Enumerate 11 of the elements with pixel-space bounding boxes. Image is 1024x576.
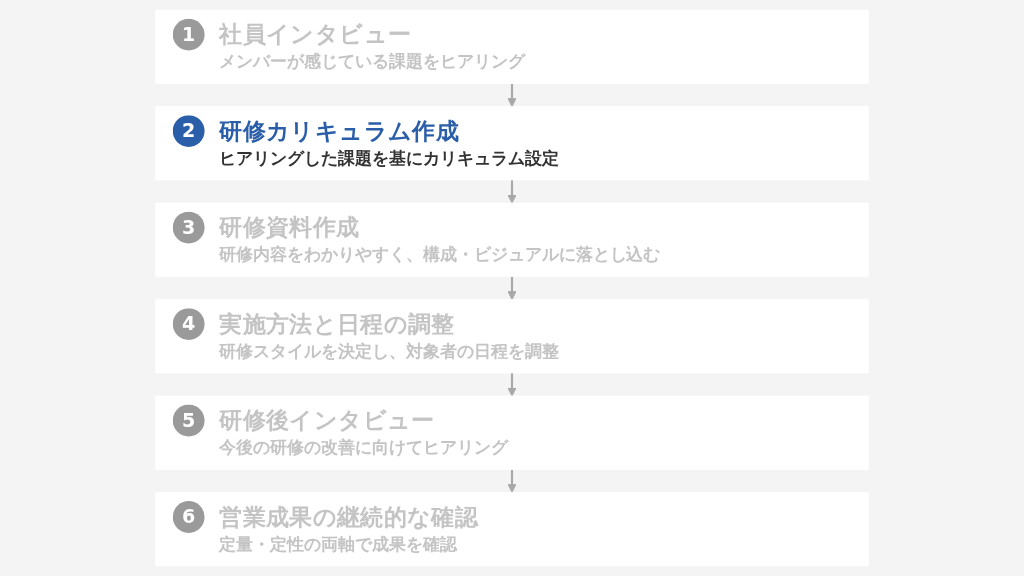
node-box: 4 実施方法と日程の調整 研修スタイルを決定し、対象者の日程を調整	[155, 299, 869, 374]
node-box: 2 研修カリキュラム作成 ヒアリングした課題を基にカリキュラム設定	[155, 106, 869, 181]
node-box: 3 研修資料作成 研修内容をわかりやすく、構成・ビジュアルに落とし込む	[155, 202, 869, 277]
node-box: 5 研修後インタビュー 今後の研修の改善に向けてヒアリング	[155, 395, 869, 470]
node-box: 6 営業成果の継続的な確認 定量・定性の両軸で成果を確認	[155, 492, 869, 567]
arrow	[507, 276, 517, 301]
arrow	[507, 372, 517, 397]
arrow	[507, 469, 517, 494]
node-box: 1 社員インタビュー メンバーが感じている課題をヒアリング	[155, 9, 869, 84]
arrow	[507, 83, 517, 108]
arrow	[507, 179, 517, 204]
